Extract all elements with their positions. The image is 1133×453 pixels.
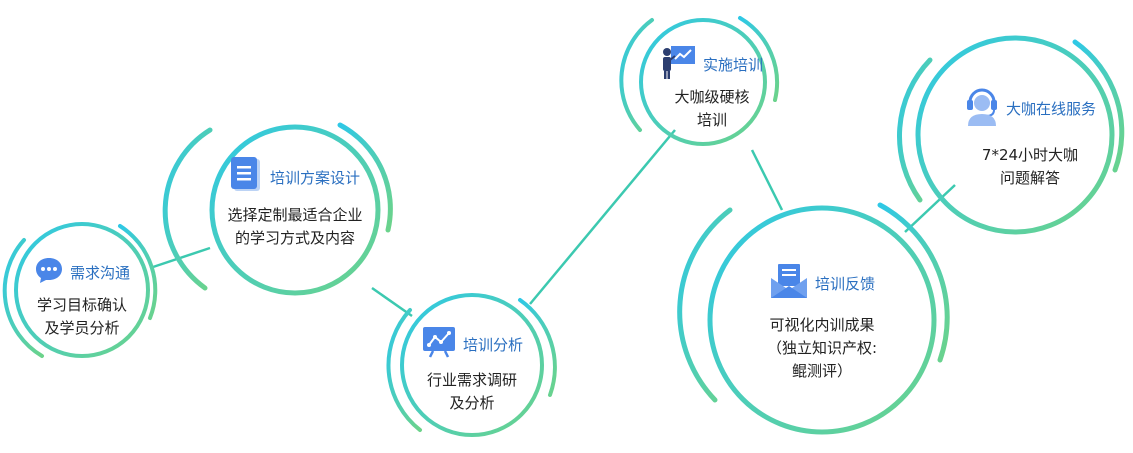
ring-plan: [162, 122, 393, 296]
connector-plan-analysis: [371, 286, 413, 318]
node-title: 培训反馈: [814, 274, 875, 293]
node-title: 实施培训: [702, 55, 763, 74]
connector-analysis-implement: [529, 129, 676, 305]
node-service: 大咖在线服务 7*24小时大咖 问题解答: [955, 86, 1105, 190]
ring-implement: [619, 16, 779, 146]
ring-service: [896, 35, 1125, 235]
node-description: 学习目标确认 及学员分析: [36, 296, 127, 337]
node-implement: 实施培训 大咖级硬核 培训: [652, 44, 772, 132]
node-description: 可视化内训成果 （独立知识产权: 鲲测评）: [766, 316, 878, 380]
ring-analysis: [386, 293, 557, 437]
node-title: 培训分析: [462, 335, 523, 354]
connector-implement-feedback: [750, 149, 784, 211]
node-description: 选择定制最适合企业 的学习方式及内容: [227, 206, 363, 247]
node-description: 大咖级硬核 培训: [674, 88, 750, 129]
presentation-chart-icon: [421, 325, 457, 363]
ring-feedback: [677, 202, 950, 435]
headset-support-icon: [964, 86, 1000, 130]
chat-bubble-icon: [34, 256, 64, 288]
node-feedback: 培训反馈 可视化内训成果 （独立知识产权: 鲲测评）: [752, 262, 892, 383]
node-plan: 培训方案设计 选择定制最适合企业 的学习方式及内容: [220, 156, 370, 250]
document-icon: [230, 156, 264, 198]
node-analysis: 培训分析 行业需求调研 及分析: [405, 325, 539, 415]
node-description: 7*24小时大咖 问题解答: [981, 146, 1079, 187]
connector-feedback-service: [904, 184, 956, 233]
node-demand: 需求沟通 学习目标确认 及学员分析: [20, 256, 144, 340]
node-title: 大咖在线服务: [1005, 99, 1096, 118]
ring-demand: [2, 222, 158, 358]
envelope-icon: [769, 262, 809, 304]
teacher-board-icon: [661, 44, 697, 84]
node-title: 培训方案设计: [269, 168, 360, 187]
node-description: 行业需求调研 及分析: [426, 371, 517, 412]
node-title: 需求沟通: [69, 263, 130, 282]
